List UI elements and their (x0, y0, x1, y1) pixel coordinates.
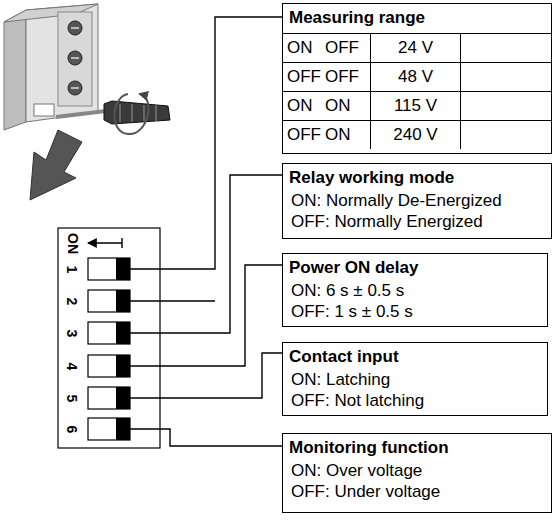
table-cell-text: ON (325, 125, 365, 145)
table-row: OFFOFF 48 V (283, 62, 551, 91)
switch-knob (116, 355, 130, 377)
table-cell: 115 V (371, 92, 461, 120)
table-cell-text: ON (325, 96, 365, 116)
range-table: ONOFF24 VOFFOFF48 VONON115 VOFFON240 V (283, 33, 551, 149)
leader-lines (130, 17, 282, 446)
table-cell (461, 34, 551, 62)
switch-lever (88, 322, 130, 344)
table-row: ONON 115 V (283, 91, 551, 120)
delay-box: Power ON delayON: 6 s ± 0.5 sOFF: 1 s ± … (282, 253, 548, 327)
table-cell: 240 V (371, 121, 461, 149)
setting-line: ON: Normally De-Energized (283, 190, 551, 211)
switch-lever (88, 258, 130, 280)
switch-knob (116, 258, 130, 280)
setting-line: OFF: Not latching (283, 390, 547, 411)
function-box: Monitoring functionON: Over voltageOFF: … (282, 433, 552, 513)
direction-arrow (30, 130, 82, 200)
switch-lever (88, 355, 130, 377)
table-cell (461, 92, 551, 120)
switch-knob (116, 290, 130, 312)
switch-knob (116, 322, 130, 344)
setting-line: OFF: 1 s ± 0.5 s (283, 301, 547, 322)
table-row: OFFON 240 V (283, 120, 551, 149)
table-cell-text: 24 V (398, 38, 433, 58)
table-cell-text: ON (287, 96, 325, 116)
setting-line: OFF: Under voltage (283, 481, 551, 502)
setting-line: ON: Latching (283, 369, 547, 390)
switch-lever (88, 290, 130, 312)
table-cell: OFFOFF (283, 63, 371, 91)
setting-line: OFF: Normally Energized (283, 211, 551, 232)
switch-lever (88, 387, 130, 409)
setting-line: ON: Over voltage (283, 460, 551, 481)
table-cell: OFFON (283, 121, 371, 149)
table-cell-text: OFF (287, 125, 325, 145)
on-marker: ON (63, 233, 82, 254)
table-row: ONOFF 24 V (283, 33, 551, 62)
table-cell-text: OFF (325, 38, 365, 58)
table-cell: 24 V (371, 34, 461, 62)
table-cell-text: 115 V (394, 96, 437, 116)
switch-number: 3 (62, 329, 81, 337)
switch-number: 4 (62, 362, 81, 370)
switch-lever (88, 418, 130, 440)
relay-module (4, 4, 98, 130)
table-cell-text: OFF (325, 67, 365, 87)
setting-line: ON: 6 s ± 0.5 s (283, 280, 547, 301)
range-table-box: Measuring rangeONOFF24 VOFFOFF48 VONON11… (282, 3, 552, 154)
switch-knob (116, 418, 130, 440)
table-cell: ONON (283, 92, 371, 120)
box-heading: Power ON delay (283, 254, 547, 280)
table-cell (461, 63, 551, 91)
table-cell (461, 121, 551, 149)
mode-box: Relay working modeON: Normally De-Energi… (282, 163, 552, 239)
box-heading: Relay working mode (283, 164, 551, 190)
box-heading: Monitoring function (283, 434, 551, 460)
table-cell-text: 240 V (393, 125, 437, 145)
box-heading: Contact input (283, 343, 547, 369)
switch-number: 5 (62, 394, 81, 402)
switch-number: 6 (62, 425, 81, 433)
table-cell: ONOFF (283, 34, 371, 62)
table-cell: 48 V (371, 63, 461, 91)
table-cell-text: ON (287, 38, 325, 58)
table-cell-text: OFF (287, 67, 325, 87)
screwdriver (56, 94, 170, 134)
switch-number: 2 (62, 297, 81, 305)
switch-number: 1 (62, 265, 81, 273)
switch-knob (116, 387, 130, 409)
dip-switch (58, 228, 160, 448)
table-cell-text: 48 V (398, 67, 433, 87)
input-box: Contact inputON: LatchingOFF: Not latchi… (282, 342, 548, 416)
box-heading: Measuring range (283, 4, 551, 30)
